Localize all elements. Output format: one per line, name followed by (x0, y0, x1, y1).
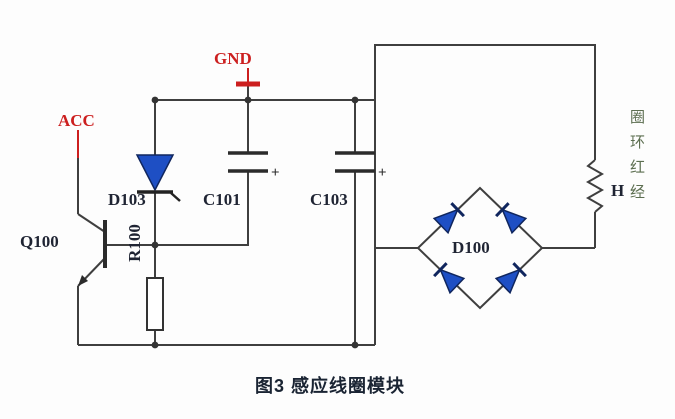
bridge-diode-top-left (432, 202, 465, 235)
coil-note-char: 经 (630, 184, 645, 201)
wire-collector (77, 213, 106, 233)
c103-label: C103 (310, 190, 348, 209)
coil-note-char: 环 (630, 134, 645, 151)
ground-symbol (236, 68, 260, 87)
junction-dot (151, 96, 159, 104)
c101-plus: + (271, 165, 280, 181)
q100-emitter-arrow (78, 275, 88, 286)
junction-dot (244, 96, 252, 104)
q100-transistor-symbol (78, 220, 107, 286)
figure-caption: 图3 感应线圈模块 (255, 375, 405, 396)
coil-note-char: 红 (630, 159, 645, 176)
d103-label: D103 (108, 190, 146, 209)
d100-label: D100 (452, 238, 490, 257)
c103-capacitor-symbol (335, 151, 375, 173)
d103-triangle (135, 154, 175, 192)
module-outline (374, 44, 596, 345)
junction-dots (151, 96, 359, 349)
r100-resistor-symbol (146, 277, 164, 331)
coil-note-char: 圈 (630, 109, 645, 126)
acc-label: ACC (58, 111, 95, 130)
coil-symbol (585, 159, 605, 213)
h-label: H (611, 181, 624, 200)
c101-capacitor-symbol (228, 151, 268, 173)
r100-label: R100 (125, 224, 144, 262)
bridge-rectifier-symbol (432, 202, 528, 295)
bridge-diode-bottom-left (433, 262, 466, 295)
circuit-wires (77, 44, 605, 346)
bridge-diamond (416, 186, 544, 310)
q100-label: Q100 (20, 232, 59, 251)
gnd-label: GND (214, 49, 252, 68)
junction-dot (351, 96, 359, 104)
c103-plus: + (378, 165, 387, 181)
wire-c101-bottom (155, 171, 249, 246)
c101-label: C101 (203, 190, 241, 209)
junction-dot (351, 341, 359, 349)
bridge-diode-top-right (495, 202, 528, 235)
bridge-diode-bottom-right (494, 262, 527, 295)
junction-dot (151, 241, 159, 249)
junction-dot (151, 341, 159, 349)
d103-diode-symbol (135, 154, 181, 202)
d103-zener-tick (170, 192, 181, 202)
